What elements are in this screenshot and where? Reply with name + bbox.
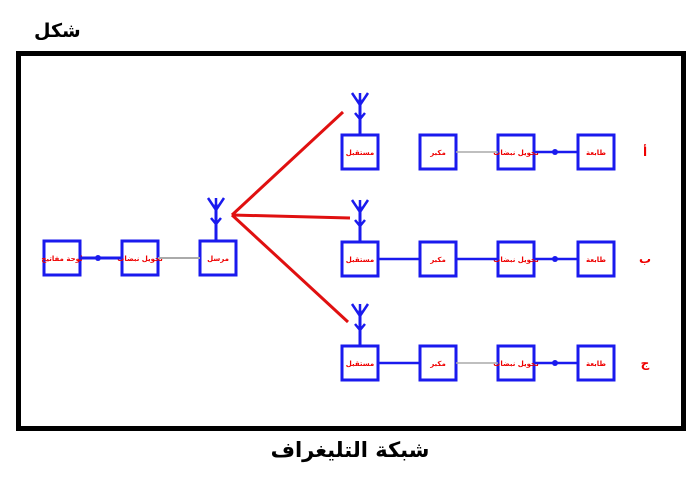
row-label: أ	[643, 144, 647, 159]
diagram-frame	[16, 51, 686, 431]
figure-caption: شبكة التليغراف	[270, 438, 430, 462]
block-label: تحويل نبضات	[493, 256, 539, 264]
radio-signal-line	[230, 110, 345, 217]
junction-dot	[552, 256, 558, 262]
junction-dot	[552, 360, 558, 366]
row-label: ج	[641, 356, 650, 370]
block-label: مستقبل	[346, 149, 374, 157]
figure-label: شكل	[34, 20, 81, 42]
junction-dot	[552, 149, 558, 155]
block-label: تحويل نبضات	[117, 255, 163, 263]
block-label: طابعة	[586, 256, 606, 264]
block-label: تحويل نبضات	[493, 149, 539, 157]
antenna-icon	[206, 197, 226, 226]
antenna-icon	[350, 92, 370, 121]
block-label: مكبر	[429, 256, 446, 264]
block-label: مستقبل	[346, 360, 374, 368]
block-box	[418, 133, 458, 171]
block-label: طابعة	[586, 149, 606, 157]
radio-signal-line	[230, 213, 350, 324]
block-label: لوحة مفاتيح	[41, 255, 83, 263]
block-label: تحويل نبضات	[493, 360, 539, 368]
block-label: مكبر	[429, 360, 446, 368]
block-label: مستقبل	[346, 256, 374, 264]
row-label: ب	[639, 252, 651, 266]
block-box	[340, 240, 380, 278]
block-label: مرسل	[207, 255, 229, 263]
antenna-icon	[350, 303, 370, 332]
block-box	[42, 239, 82, 277]
block-box	[120, 239, 160, 277]
radio-signal-line	[231, 213, 351, 220]
antenna-icon	[350, 199, 370, 228]
block-box	[496, 344, 536, 382]
block-label: مكبر	[429, 149, 446, 157]
block-label: طابعة	[586, 360, 606, 368]
junction-dot	[95, 255, 101, 261]
block-box	[340, 133, 380, 171]
